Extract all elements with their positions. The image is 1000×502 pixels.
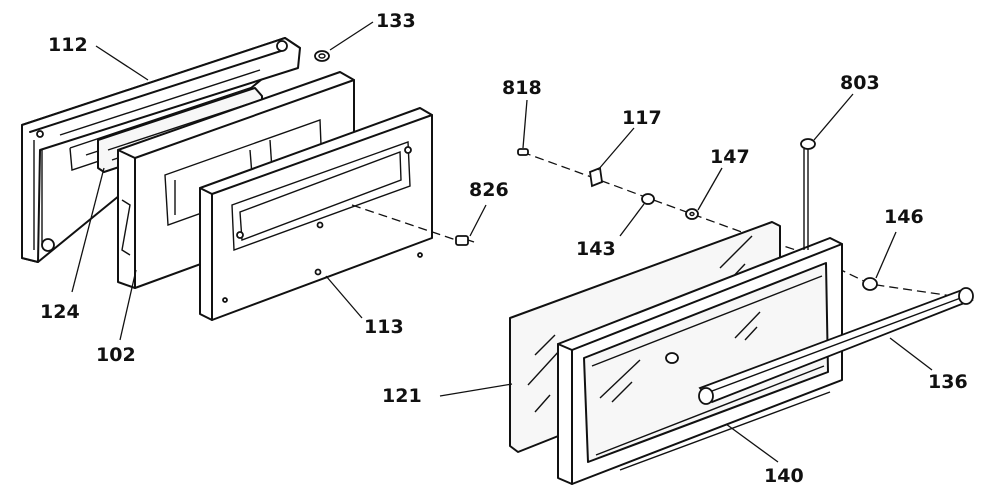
inner-door-panel-113: [199, 107, 433, 321]
washer-143: [641, 193, 655, 205]
spacer-146: [862, 277, 878, 291]
pin-818: [517, 148, 529, 156]
label-143: 143: [576, 238, 616, 260]
label-113: 113: [364, 316, 404, 338]
label-124: 124: [40, 301, 80, 323]
label-112: 112: [48, 34, 88, 56]
label-117: 117: [622, 107, 662, 129]
screw-826: [351, 204, 475, 246]
bracket-117: [589, 166, 603, 188]
label-136: 136: [928, 371, 968, 393]
label-803: 803: [840, 72, 880, 94]
label-826: 826: [469, 179, 509, 201]
screw-803: [800, 138, 816, 250]
label-121: 121: [382, 385, 422, 407]
label-147: 147: [710, 146, 750, 168]
label-146: 146: [884, 206, 924, 228]
handle-bar-136: [698, 287, 974, 405]
clip-133: [314, 50, 330, 62]
label-818: 818: [502, 77, 542, 99]
label-140: 140: [764, 465, 804, 487]
door-frame-140: [557, 237, 843, 485]
washer-147: [685, 208, 699, 220]
label-102: 102: [96, 344, 136, 366]
frame-screw: [665, 352, 679, 364]
label-133: 133: [376, 10, 416, 32]
alignment-line-upper: [521, 151, 967, 299]
